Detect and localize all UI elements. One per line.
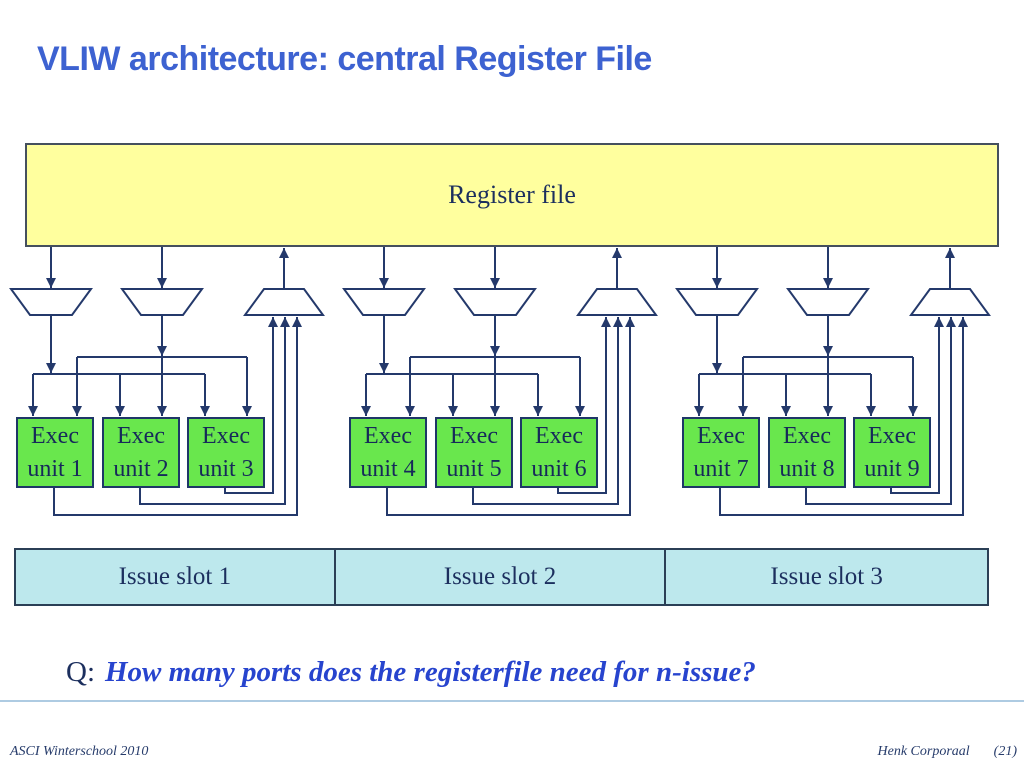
issue-slot-band: Issue slot 1 Issue slot 2 Issue slot 3 — [14, 548, 989, 606]
register-file-label: Register file — [448, 180, 576, 209]
footer: ASCI Winterschool 2010 Henk Corporaal (2… — [0, 744, 1024, 760]
exec-unit-2-box: Exec unit 2 — [102, 417, 180, 488]
exec-unit-6-box: Exec unit 6 — [520, 417, 598, 488]
question-prefix: Q: — [66, 656, 95, 688]
issue-slot-2: Issue slot 2 — [333, 550, 665, 604]
issue-slot-3: Issue slot 3 — [664, 550, 987, 604]
footer-page-number: (21) — [993, 744, 1017, 759]
register-file-box: Register file — [25, 143, 999, 247]
question-text: How many ports does the registerfile nee… — [105, 656, 756, 688]
exec-unit-9-box: Exec unit 9 — [853, 417, 931, 488]
footer-event: ASCI Winterschool 2010 — [10, 744, 149, 759]
issue-slot-1: Issue slot 1 — [118, 563, 232, 590]
exec-unit-7-box: Exec unit 7 — [682, 417, 760, 488]
exec-unit-1-box: Exec unit 1 — [16, 417, 94, 488]
exec-unit-5-box: Exec unit 5 — [435, 417, 513, 488]
exec-unit-4-box: Exec unit 4 — [349, 417, 427, 488]
question-line: Q: How many ports does the registerfile n… — [66, 656, 756, 689]
exec-unit-8-box: Exec unit 8 — [768, 417, 846, 488]
exec-unit-3-box: Exec unit 3 — [187, 417, 265, 488]
footer-divider — [0, 700, 1024, 702]
footer-author: Henk Corporaal — [877, 744, 970, 759]
page-title: VLIW architecture: central Register File — [37, 40, 652, 78]
